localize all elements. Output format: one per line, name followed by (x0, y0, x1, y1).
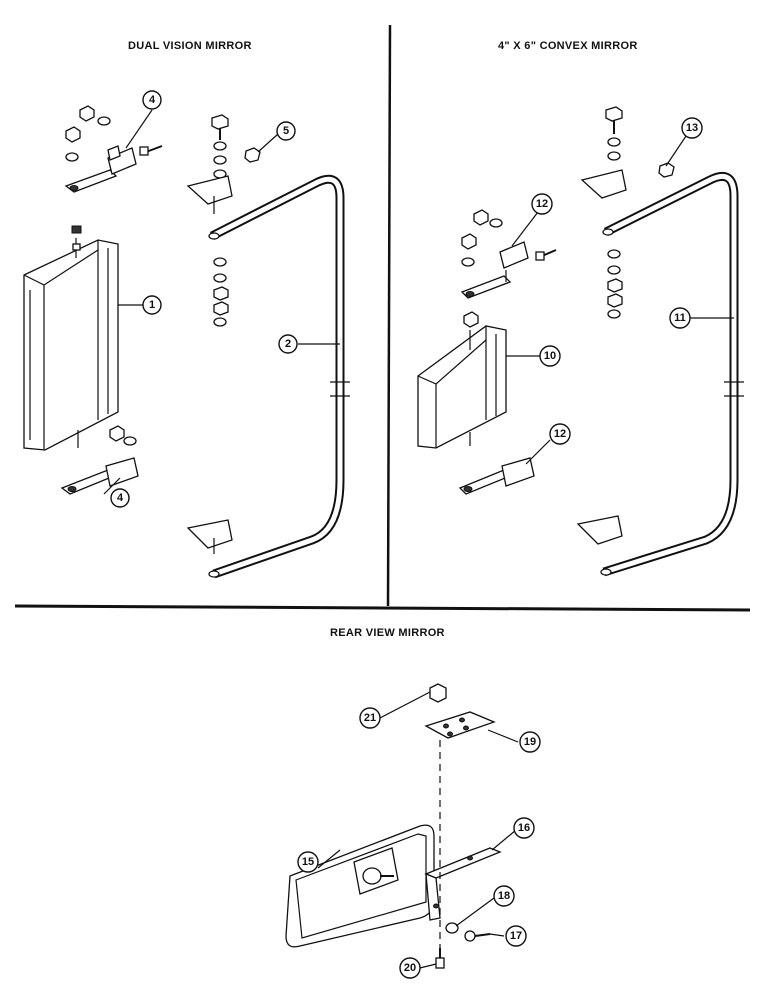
callout-11: 11 (669, 307, 691, 329)
svg-text:10: 10 (544, 350, 556, 362)
callout-21: 21 (359, 707, 381, 729)
svg-text:17: 17 (510, 930, 522, 942)
dual-upper-arm-bracket (64, 105, 163, 193)
svg-text:18: 18 (498, 890, 510, 902)
callout-12-lower: 12 (549, 423, 571, 445)
convex-upper-arm-bracket (460, 209, 557, 299)
callout-15: 15 (297, 851, 319, 873)
callout-17: 17 (505, 925, 527, 947)
callout-2: 2 (278, 334, 298, 354)
callout-19: 19 (519, 731, 541, 753)
svg-text:12: 12 (554, 428, 566, 440)
convex-mirror-head (417, 311, 507, 449)
callout-12-upper: 12 (531, 193, 553, 215)
callout-20: 20 (399, 957, 421, 979)
convex-mount-hardware (605, 106, 675, 319)
dual-vision-mirror-title: DUAL VISION MIRROR (128, 40, 252, 52)
callout-1: 1 (142, 295, 162, 315)
convex-lower-arm-bracket (458, 457, 535, 495)
svg-text:5: 5 (283, 125, 289, 137)
convex-mirror-assembly (417, 106, 744, 577)
rear-mount-nut (429, 683, 447, 703)
rear-mount-plate (424, 711, 496, 739)
dual-mirror-assembly (23, 105, 350, 579)
rear-bottom-screw (435, 948, 445, 969)
svg-text:21: 21 (364, 712, 376, 724)
svg-text:1: 1 (149, 299, 155, 311)
dual-mount-hardware (211, 114, 261, 327)
callout-5: 5 (276, 121, 296, 141)
horizontal-divider (14, 604, 751, 612)
convex-tube-arm (576, 169, 744, 577)
svg-text:4: 4 (117, 492, 124, 504)
callout-18: 18 (493, 885, 515, 907)
rear-mount-bracket (424, 847, 502, 921)
svg-text:20: 20 (404, 962, 416, 974)
callout-4-upper: 4 (142, 90, 162, 110)
vertical-divider (386, 24, 392, 607)
callout-13: 13 (681, 117, 703, 139)
svg-text:11: 11 (674, 312, 686, 324)
svg-text:13: 13 (686, 122, 698, 134)
dual-lower-arm-bracket (60, 425, 139, 495)
svg-text:15: 15 (302, 856, 314, 868)
dual-tube-arm (186, 174, 350, 579)
svg-text:19: 19 (524, 736, 536, 748)
callout-4-lower: 4 (110, 488, 130, 508)
rear-view-mirror-title: REAR VIEW MIRROR (330, 627, 445, 639)
svg-text:12: 12 (536, 198, 548, 210)
rear-view-mirror-body (285, 824, 435, 948)
svg-text:2: 2 (285, 338, 291, 350)
svg-text:4: 4 (149, 94, 156, 106)
rear-washer (445, 922, 459, 934)
rear-screw (464, 930, 491, 942)
callout-16: 16 (513, 817, 535, 839)
convex-mirror-title: 4" X 6" CONVEX MIRROR (498, 40, 638, 52)
dual-mirror-head (23, 225, 119, 451)
rear-view-assembly (285, 683, 502, 969)
leader-lines (103, 109, 734, 969)
svg-text:16: 16 (518, 822, 530, 834)
callout-10: 10 (539, 345, 561, 367)
